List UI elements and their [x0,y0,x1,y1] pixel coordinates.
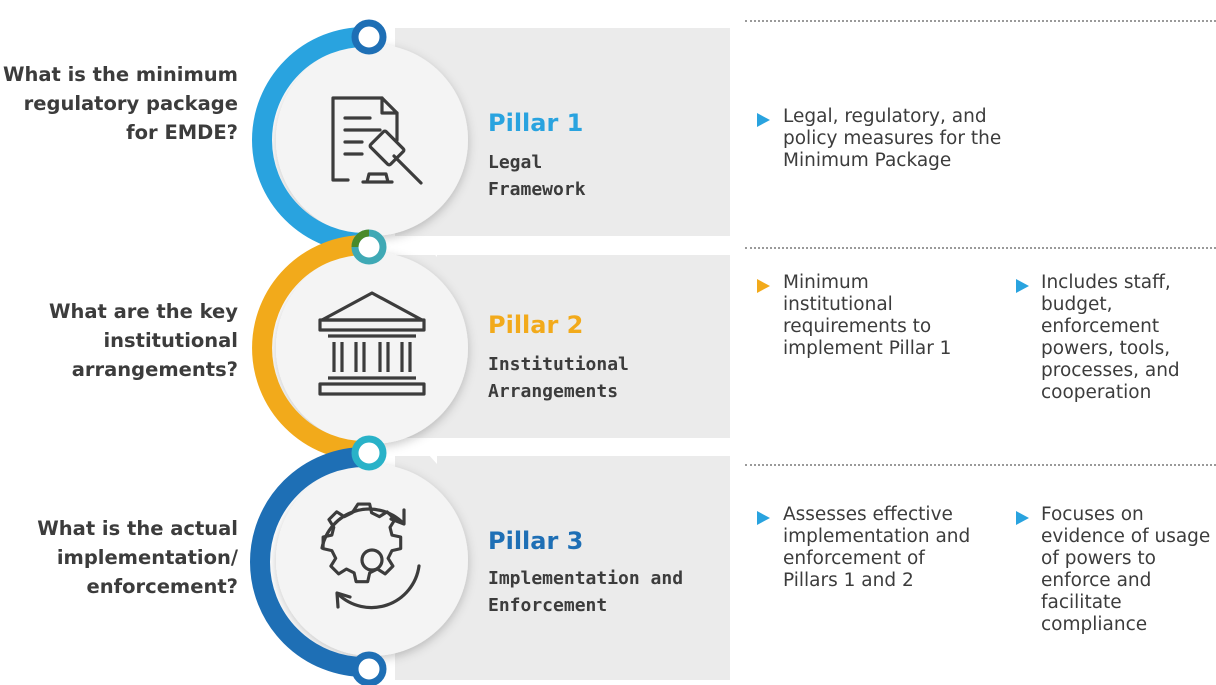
pillar-2-subtitle: Institutional Arrangements [488,354,629,402]
bullet-arrow-icon [757,279,770,293]
pillar-2-bullet-2: Includes staff, budget, enforcement powe… [1041,272,1180,403]
pillar-1-circle [276,44,468,236]
gear-cycle-icon [320,502,421,610]
pillar-2-title: Pillar 2 [488,311,584,339]
pillar-3-bullet-2: Focuses on evidence of usage of powers t… [1041,504,1211,635]
pillar-3-subtitle: Implementation and Enforcement [488,568,684,616]
pillar-3-arc [250,447,366,677]
pillar-2-arc [252,235,366,461]
pillar-1-arc [252,27,366,253]
bullet-arrow-icon [1016,511,1029,525]
pillar-2-bullet-1: Minimum institutional requirements to im… [783,272,952,359]
pillar-1-title: Pillar 1 [488,109,584,137]
separator-2 [745,247,1216,249]
legal-document-gavel-icon [331,96,423,185]
pillar-1-subtitle: Legal Framework [488,152,586,200]
question-1: What is the minimum regulatory package f… [2,63,238,144]
question-2: What are the key institutional arrangeme… [48,300,238,381]
notch-arrow-2 [428,444,437,464]
separator-3 [745,464,1216,466]
pillar-3-title: Pillar 3 [488,527,584,555]
node-bottom [351,651,387,685]
node-top [351,19,387,55]
bullet-arrow-icon [757,511,770,525]
pillar-1-bullet-1: Legal, regulatory, and policy measures f… [783,106,1002,171]
question-3: What is the actual implementation/ enfor… [37,517,238,598]
pillar-3-circle [276,464,468,656]
separator-1 [745,20,1216,22]
node-1-2-accent [351,229,370,248]
bullet-arrow-icon [757,113,770,127]
pillar-2-circle [276,252,468,444]
node-2-3 [351,435,387,471]
institution-building-icon [318,291,426,396]
notch-arrow-1 [428,237,437,257]
bullet-arrow-icon [1016,279,1029,293]
pillar-3-bullet-1: Assesses effective implementation and en… [783,504,971,591]
